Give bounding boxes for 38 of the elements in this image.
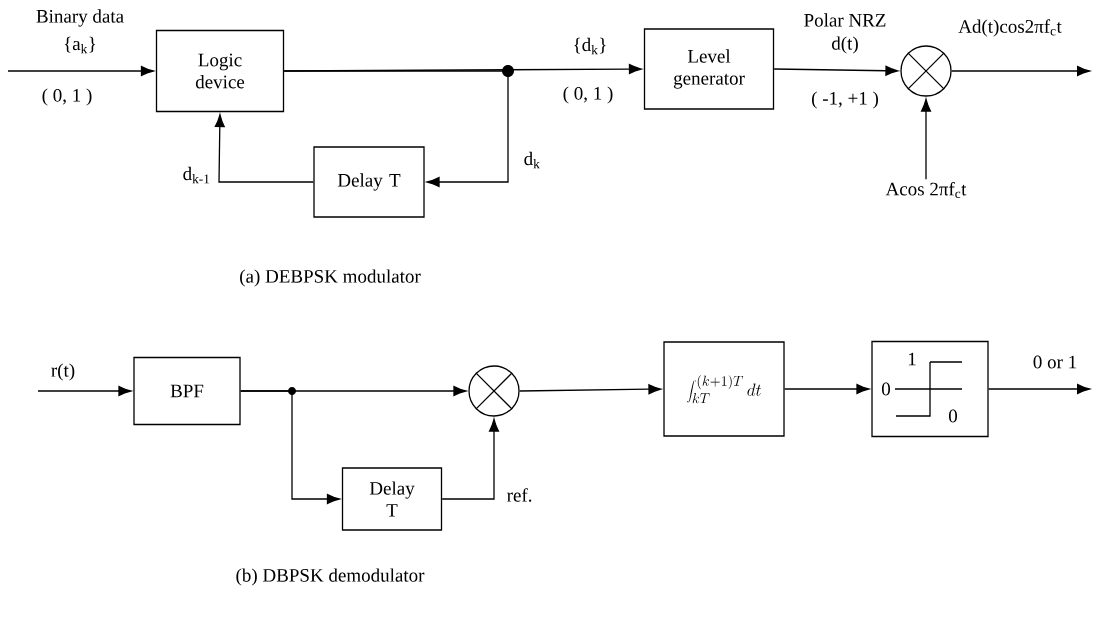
- arrow: [37, 385, 132, 397]
- caption: (a) DEBPSK modulator: [240, 269, 421, 287]
- signal-label: ref.: [507, 488, 532, 502]
- signal-label: Ad(t)cos2πf$_{c}$t: [958, 19, 1062, 37]
- caption: (b) DBPSK demodulator: [236, 568, 425, 586]
- signal-label: ( 0, 1 ): [42, 88, 92, 106]
- threshold-box: 1 0 0: [871, 340, 989, 438]
- signal-label: Binary data: [36, 9, 124, 27]
- block-box: Level generator: [643, 28, 775, 110]
- signal-label: {a$_{k}$}: [64, 36, 96, 54]
- arrow: [214, 114, 314, 183]
- signal-label: Acos 2πf$_{c}$t: [885, 181, 967, 199]
- arrow: [7, 65, 154, 77]
- integrator-box: $\int_{kT}^{(k+1)T} dt$: [663, 341, 785, 437]
- arrow: [988, 383, 1090, 395]
- signal-label: d$_{k}$: [524, 151, 540, 169]
- signal-label: d(t): [832, 36, 858, 54]
- arrow: [441, 418, 500, 500]
- multiplier-circle: [468, 365, 520, 417]
- signal-label: 0 or 1: [1033, 355, 1077, 369]
- arrow: [921, 98, 932, 180]
- signal-label: {d$_{k}$}: [574, 37, 606, 55]
- arrow: [773, 65, 899, 76]
- signal-label: ( -1, +1 ): [812, 91, 878, 109]
- block-box: BPF: [133, 356, 241, 426]
- arrow: [519, 384, 662, 395]
- signal-label: r(t): [51, 363, 75, 381]
- signal-label: Polar NRZ: [804, 13, 886, 27]
- block-box: Delay T: [313, 146, 425, 218]
- block-box: Logic device: [155, 29, 285, 113]
- signal-label: d$_{k-1}$: [183, 166, 210, 184]
- arrow: [240, 390, 340, 505]
- arrow: [283, 70, 509, 188]
- signal-label: ( 0, 1 ): [563, 86, 613, 104]
- arrow: [784, 383, 870, 395]
- arrow: [951, 65, 1090, 77]
- multiplier-circle: [900, 45, 952, 97]
- block-box: Delay T: [341, 467, 443, 531]
